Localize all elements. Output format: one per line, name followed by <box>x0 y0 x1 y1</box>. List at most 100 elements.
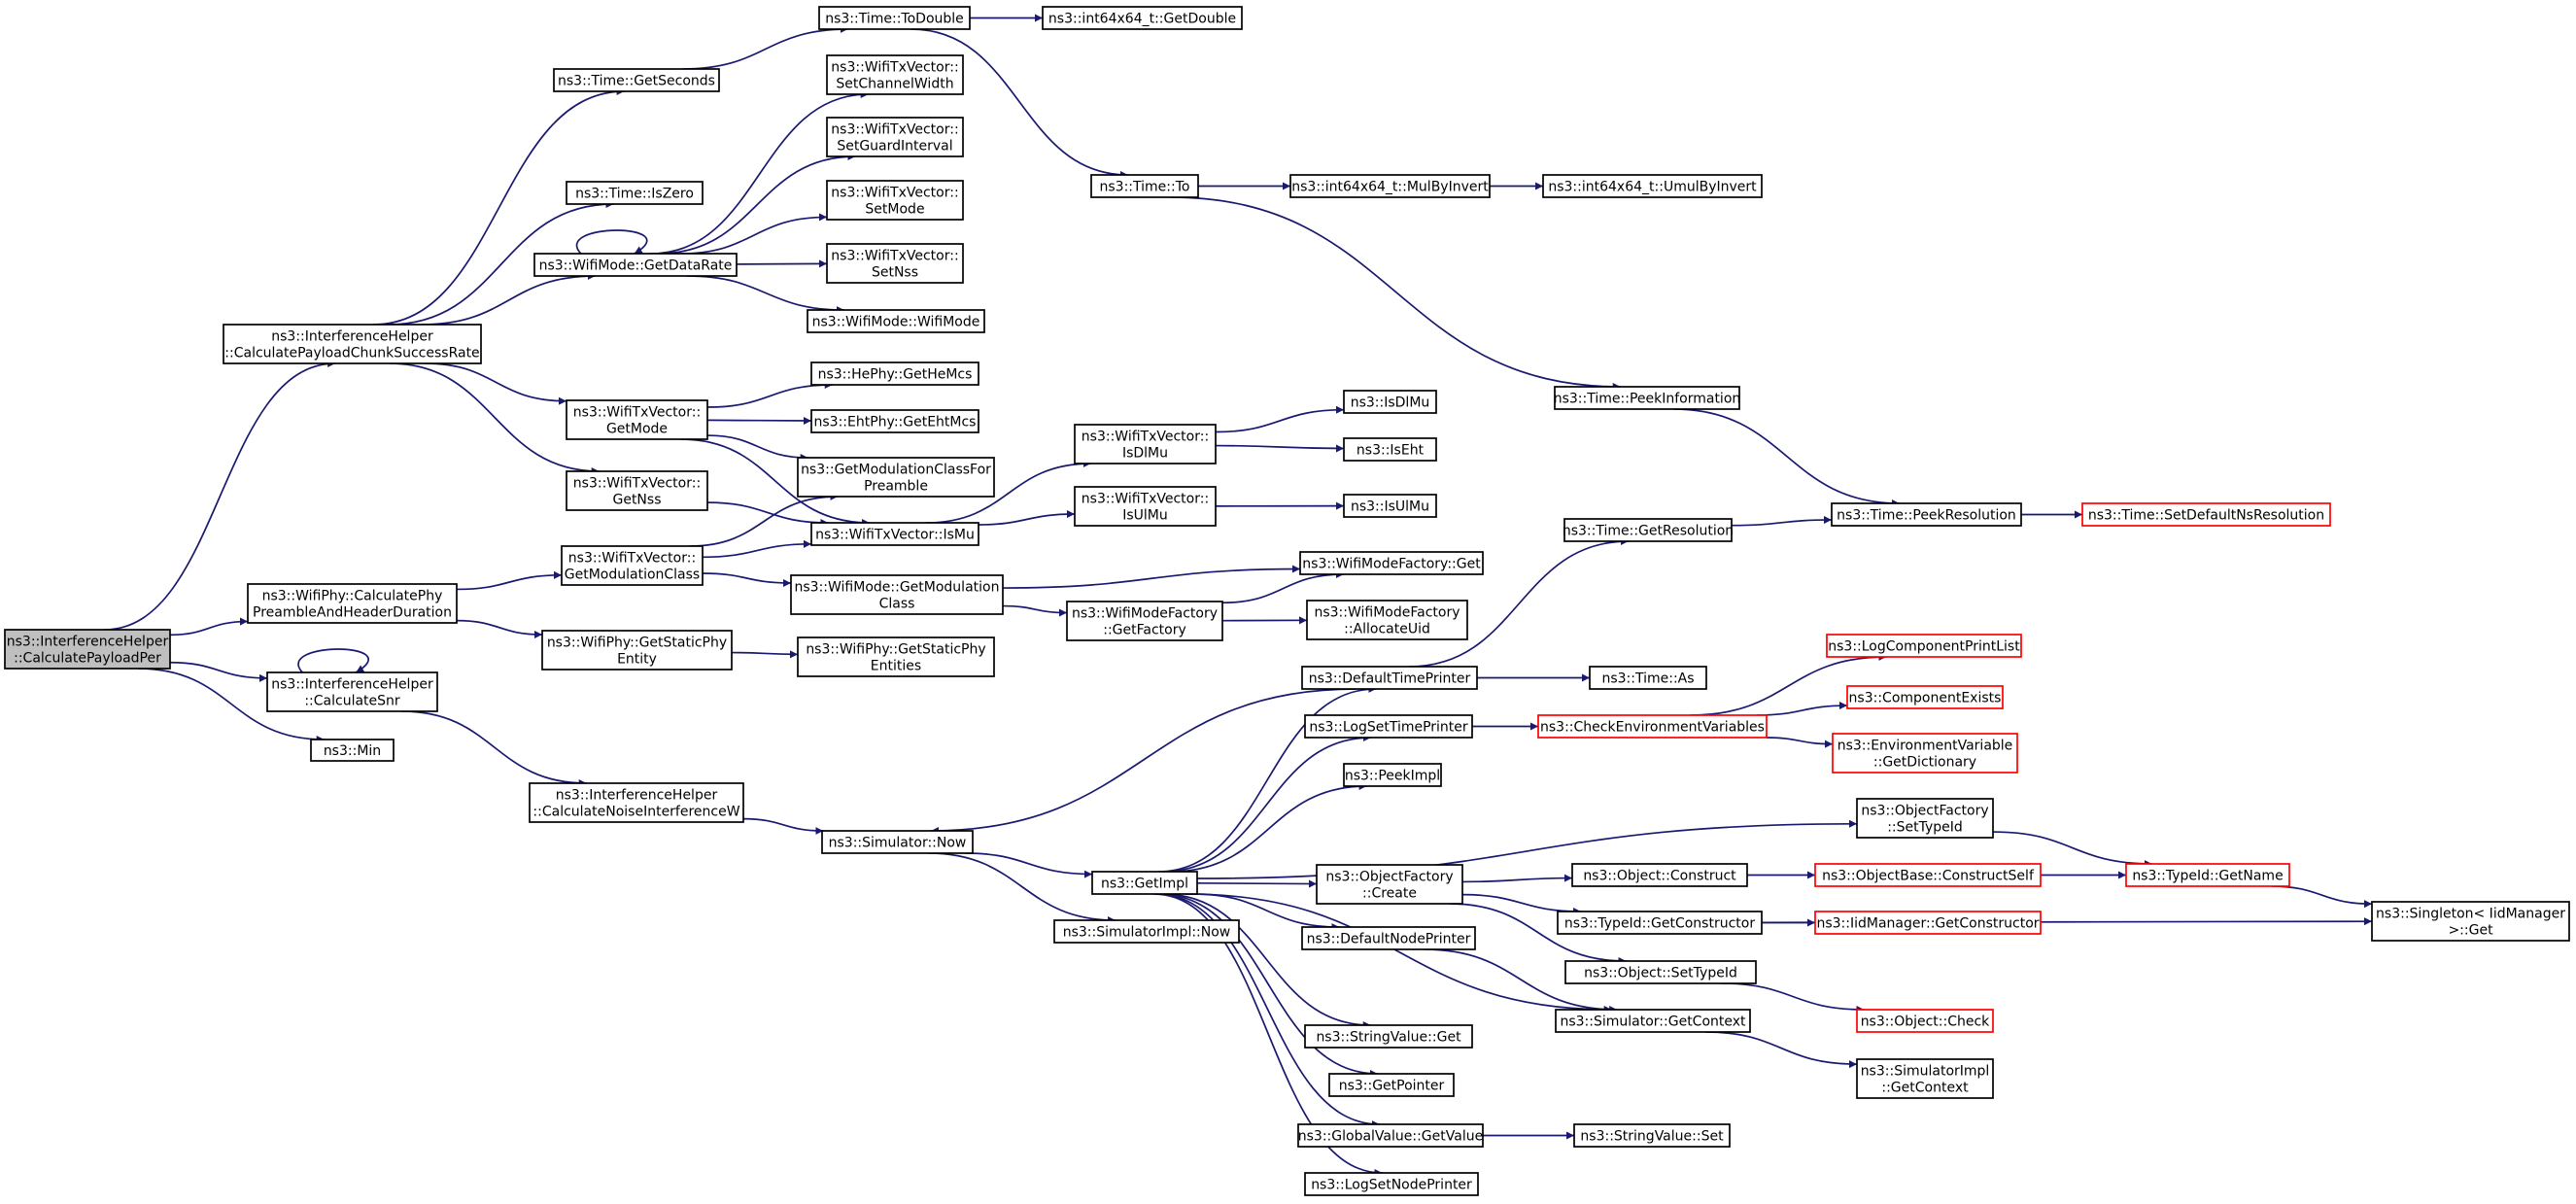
node-int64getdouble[interactable]: ns3::int64x64_t::GetDouble <box>1042 6 1243 30</box>
node-objfactcreate[interactable]: ns3::ObjectFactory::Create <box>1316 864 1463 905</box>
node-typeidgetname[interactable]: ns3::TypeId::GetName <box>2125 863 2290 887</box>
node-alloc[interactable]: ns3::WifiModeFactory::AllocateUid <box>1306 600 1468 640</box>
node-iidgetctor[interactable]: ns3::IidManager::GetConstructor <box>1814 911 2042 935</box>
node-label: ns3::SimulatorImpl::Now <box>1063 925 1231 941</box>
node-box <box>1053 919 1240 944</box>
edge-chunk-to-iszero <box>388 200 614 326</box>
node-timeas[interactable]: ns3::Time::As <box>1589 666 1707 690</box>
node-hemcs[interactable]: ns3::HePhy::GetHeMcs <box>810 361 979 386</box>
node-peekimpl[interactable]: ns3::PeekImpl <box>1343 763 1442 787</box>
node-objsettypeid[interactable]: ns3::Object::SetTypeId <box>1564 960 1757 984</box>
node-timeto[interactable]: ns3::Time::To <box>1090 174 1199 198</box>
node-snr[interactable]: ns3::InterferenceHelper::CalculateSnr <box>266 671 438 712</box>
node-box <box>1074 424 1217 464</box>
node-label: ns3::IsDlMu <box>1351 396 1430 411</box>
node-label: ns3::IsUlMu <box>1351 499 1429 515</box>
node-isdlmu2[interactable]: ns3::IsDlMu <box>1343 390 1437 414</box>
node-logsetnode[interactable]: ns3::LogSetNodePrinter <box>1304 1172 1479 1196</box>
node-getnss[interactable]: ns3::WifiTxVector::GetNss <box>566 470 708 511</box>
node-deftimeprinter[interactable]: ns3::DefaultTimePrinter <box>1301 666 1478 690</box>
node-box <box>1571 863 1748 887</box>
node-defnodeprinter[interactable]: ns3::DefaultNodePrinter <box>1301 926 1476 950</box>
node-simimplctx[interactable]: ns3::SimulatorImpl::GetContext <box>1856 1058 1994 1099</box>
node-chunk[interactable]: ns3::InterferenceHelper::CalculatePayloa… <box>223 324 482 364</box>
node-objconstruct[interactable]: ns3::Object::Construct <box>1571 863 1748 887</box>
edge-objfactcreate-to-typeidgetctor <box>1461 893 1582 915</box>
node-simnow[interactable]: ns3::Simulator::Now <box>821 830 974 854</box>
node-strvalset[interactable]: ns3::StringValue::Set <box>1573 1123 1731 1148</box>
edge-chunk-to-getnss <box>390 362 600 475</box>
node-getpointer[interactable]: ns3::GetPointer <box>1328 1073 1455 1097</box>
edge-checkenv-to-envvardict <box>1766 737 1834 748</box>
node-noiseinterf[interactable]: ns3::InterferenceHelper::CalculateNoiseI… <box>529 782 744 823</box>
node-logcompprint[interactable]: ns3::LogComponentPrintList <box>1826 634 2022 658</box>
node-label: ns3::WifiModeFactory <box>1072 606 1218 622</box>
node-mulbyinv[interactable]: ns3::int64x64_t::MulByInvert <box>1289 174 1491 198</box>
node-ehtmcs[interactable]: ns3::EhtPhy::GetEhtMcs <box>810 409 979 433</box>
edge-getimpl-to-peekimpl <box>1170 782 1367 873</box>
edge-typeidgetname-to-singleton <box>2271 885 2373 909</box>
edge-getimpl-to-logsetnode <box>1153 893 1383 1177</box>
node-phy[interactable]: ns3::WifiPhy::CalculatePhyPreambleAndHea… <box>247 583 458 624</box>
node-checkenv[interactable]: ns3::CheckEnvironmentVariables <box>1537 714 1768 739</box>
node-iszero[interactable]: ns3::Time::IsZero <box>566 181 704 205</box>
node-strvalget[interactable]: ns3::StringValue::Get <box>1304 1024 1473 1049</box>
node-min[interactable]: ns3::Min <box>310 739 395 762</box>
edge-getimpl-to-deftimeprinter <box>1157 685 1377 873</box>
node-setgi[interactable]: ns3::WifiTxVector::SetGuardInterval <box>826 117 964 157</box>
node-umulbyinv[interactable]: ns3::int64x64_t::UmulByInvert <box>1542 174 1763 198</box>
node-box <box>1856 1009 1994 1033</box>
node-isulmu2[interactable]: ns3::IsUlMu <box>1343 494 1437 518</box>
edge-datarate-to-setnss <box>736 259 828 268</box>
node-peekres[interactable]: ns3::Time::PeekResolution <box>1831 502 2022 527</box>
node-setmode[interactable]: ns3::WifiTxVector::SetMode <box>826 180 964 221</box>
node-ismu[interactable]: ns3::WifiTxVector::IsMu <box>810 522 979 546</box>
edge-timeto-to-peekinfo <box>1171 196 1621 391</box>
node-box <box>310 739 395 762</box>
node-objcheck[interactable]: ns3::Object::Check <box>1856 1009 1994 1033</box>
node-compexists[interactable]: ns3::ComponentExists <box>1846 685 2004 709</box>
node-objfactsettype[interactable]: ns3::ObjectFactory::SetTypeId <box>1856 798 1994 839</box>
node-isulmu[interactable]: ns3::WifiTxVector::IsUlMu <box>1074 486 1217 527</box>
node-globalget[interactable]: ns3::GlobalValue::GetValue <box>1297 1123 1484 1148</box>
node-peekinfo[interactable]: ns3::Time::PeekInformation <box>1554 386 1741 410</box>
node-root[interactable]: ns3::InterferenceHelper::CalculatePayloa… <box>4 629 171 670</box>
edge-getmode-to-modclasspre <box>706 434 808 462</box>
node-datarate[interactable]: ns3::WifiMode::GetDataRate <box>533 253 738 277</box>
node-singleton[interactable]: ns3::Singleton< IidManager>::Get <box>2371 901 2570 942</box>
node-factory[interactable]: ns3::WifiModeFactory::GetFactory <box>1066 601 1223 641</box>
node-getimpl[interactable]: ns3::GetImpl <box>1091 871 1198 895</box>
edge-datarate-to-setchw <box>650 90 869 255</box>
node-modegetmod[interactable]: ns3::WifiMode::GetModulationClass <box>790 574 1004 615</box>
node-simimplnow[interactable]: ns3::SimulatorImpl::Now <box>1053 919 1240 944</box>
node-getmode[interactable]: ns3::WifiTxVector::GetMode <box>566 399 708 440</box>
node-getres[interactable]: ns3::Time::GetResolution <box>1563 518 1734 542</box>
node-label: ns3::InterferenceHelper <box>7 635 169 650</box>
node-typeidgetctor[interactable]: ns3::TypeId::GetConstructor <box>1557 911 1763 935</box>
node-setchw[interactable]: ns3::WifiTxVector::SetChannelWidth <box>826 54 964 95</box>
node-envvardict[interactable]: ns3::EnvironmentVariable::GetDictionary <box>1832 733 2018 774</box>
node-isdlmu[interactable]: ns3::WifiTxVector::IsDlMu <box>1074 424 1217 464</box>
edge-getmodclass-to-modegetmod <box>702 572 792 587</box>
node-label: SetNss <box>872 265 918 281</box>
node-logsettime[interactable]: ns3::LogSetTimePrinter <box>1304 714 1473 739</box>
node-label: ns3::DefaultTimePrinter <box>1309 671 1471 687</box>
node-box <box>1554 386 1740 410</box>
node-setdefres[interactable]: ns3::Time::SetDefaultNsResolution <box>2081 502 2331 527</box>
node-label: Preamble <box>864 479 928 495</box>
node-label: ns3::WifiTxVector:: <box>1082 492 1209 507</box>
node-getseconds[interactable]: ns3::Time::GetSeconds <box>553 68 720 92</box>
node-iseht[interactable]: ns3::IsEht <box>1343 437 1437 462</box>
node-simgetctx[interactable]: ns3::Simulator::GetContext <box>1555 1009 1751 1033</box>
node-setnss[interactable]: ns3::WifiTxVector::SetNss <box>826 243 964 284</box>
edge-getimpl-to-objfactsettype <box>1196 819 1858 879</box>
edge-datarate-to-setgi <box>658 153 856 255</box>
node-factoryget[interactable]: ns3::WifiModeFactory::Get <box>1299 551 1484 575</box>
node-getmodclass[interactable]: ns3::WifiTxVector::GetModulationClass <box>561 545 704 586</box>
node-wifimode[interactable]: ns3::WifiMode::WifiMode <box>807 309 985 333</box>
node-constructself[interactable]: ns3::ObjectBase::ConstructSelf <box>1814 863 2042 887</box>
node-todouble[interactable]: ns3::Time::ToDouble <box>818 6 971 30</box>
